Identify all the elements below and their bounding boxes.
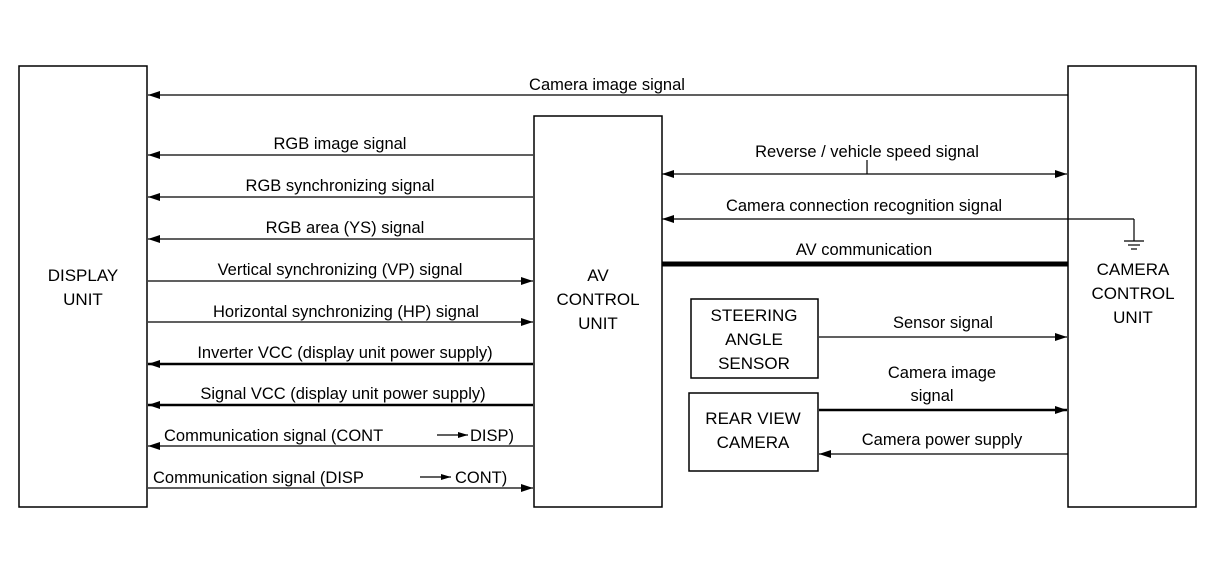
- rgb-area-signal-label: RGB area (YS) signal: [266, 219, 425, 237]
- inverter-vcc-connection: Inverter VCC (display unit power supply): [148, 344, 533, 368]
- rgb-image-signal-label: RGB image signal: [274, 135, 407, 153]
- camera-connection-recognition-connection: Camera connection recognition signal: [662, 197, 1144, 250]
- communication-cont-to-disp-label-end: DISP): [470, 427, 514, 445]
- rgb-image-signal-connection: RGB image signal: [148, 135, 533, 159]
- camera-power-supply-label: Camera power supply: [862, 431, 1023, 449]
- horizontal-synchronizing-signal-label: Horizontal synchronizing (HP) signal: [213, 303, 479, 321]
- camera-control-unit-block: CAMERA CONTROL UNIT: [1067, 65, 1197, 508]
- signal-vcc-label: Signal VCC (display unit power supply): [200, 385, 485, 403]
- rgb-synchronizing-signal-connection: RGB synchronizing signal: [148, 177, 533, 201]
- camera-image-signal-to-ccu-connection: Camera image signal: [819, 364, 1067, 414]
- av-control-unit-block: AV CONTROL UNIT: [533, 115, 663, 508]
- signal-vcc-connection: Signal VCC (display unit power supply): [148, 385, 533, 409]
- steering-angle-sensor-label-line1: STEERING: [711, 306, 798, 325]
- rgb-area-signal-connection: RGB area (YS) signal: [148, 219, 533, 243]
- camera-control-unit-label-line3: UNIT: [1113, 308, 1153, 327]
- vertical-synchronizing-signal-label: Vertical synchronizing (VP) signal: [218, 261, 463, 279]
- av-control-unit-label-line3: UNIT: [578, 314, 618, 333]
- camera-image-signal-label: Camera image signal: [529, 76, 685, 94]
- camera-control-unit-label-line2: CONTROL: [1091, 284, 1174, 303]
- av-communication-label: AV communication: [796, 241, 932, 259]
- steering-angle-sensor-label-line3: SENSOR: [718, 354, 790, 373]
- steering-angle-sensor-label-line2: ANGLE: [725, 330, 783, 349]
- sensor-signal-label: Sensor signal: [893, 314, 993, 332]
- horizontal-synchronizing-signal-connection: Horizontal synchronizing (HP) signal: [148, 303, 533, 326]
- rear-view-camera-block: REAR VIEW CAMERA: [688, 392, 819, 472]
- communication-disp-to-cont-label-end: CONT): [455, 469, 507, 487]
- camera-image-label-line1: Camera image: [888, 364, 996, 382]
- display-unit-block: DISPLAY UNIT: [18, 65, 148, 508]
- reverse-vehicle-speed-signal-label: Reverse / vehicle speed signal: [755, 143, 979, 161]
- display-unit-label-line2: UNIT: [63, 290, 103, 309]
- rgb-synchronizing-signal-label: RGB synchronizing signal: [246, 177, 435, 195]
- av-control-unit-label-line1: AV: [587, 266, 609, 285]
- sensor-signal-connection: Sensor signal: [819, 314, 1067, 341]
- rear-view-camera-label-line1: REAR VIEW: [705, 409, 800, 428]
- reverse-vehicle-speed-signal-connection: Reverse / vehicle speed signal: [662, 143, 1067, 178]
- communication-disp-to-cont-label: Communication signal (DISP: [153, 469, 364, 487]
- ground-icon: [1124, 240, 1144, 250]
- av-control-unit-label-line2: CONTROL: [556, 290, 639, 309]
- camera-image-label-line2: signal: [910, 387, 953, 405]
- rear-view-camera-label-line2: CAMERA: [717, 433, 790, 452]
- communication-disp-to-cont-connection: Communication signal (DISP CONT): [148, 469, 533, 492]
- communication-cont-to-disp-connection: Communication signal (CONT DISP): [148, 427, 533, 450]
- communication-cont-to-disp-label: Communication signal (CONT: [164, 427, 383, 445]
- vertical-synchronizing-signal-connection: Vertical synchronizing (VP) signal: [148, 261, 533, 285]
- camera-image-signal-connection: Camera image signal: [148, 76, 1068, 99]
- av-communication-connection: AV communication: [662, 241, 1068, 267]
- camera-connection-recognition-label: Camera connection recognition signal: [726, 197, 1002, 215]
- camera-control-unit-label-line1: CAMERA: [1097, 260, 1170, 279]
- inverter-vcc-label: Inverter VCC (display unit power supply): [197, 344, 492, 362]
- camera-power-supply-connection: Camera power supply: [819, 431, 1068, 458]
- display-unit-label-line1: DISPLAY: [48, 266, 119, 285]
- steering-angle-sensor-block: STEERING ANGLE SENSOR: [690, 298, 819, 379]
